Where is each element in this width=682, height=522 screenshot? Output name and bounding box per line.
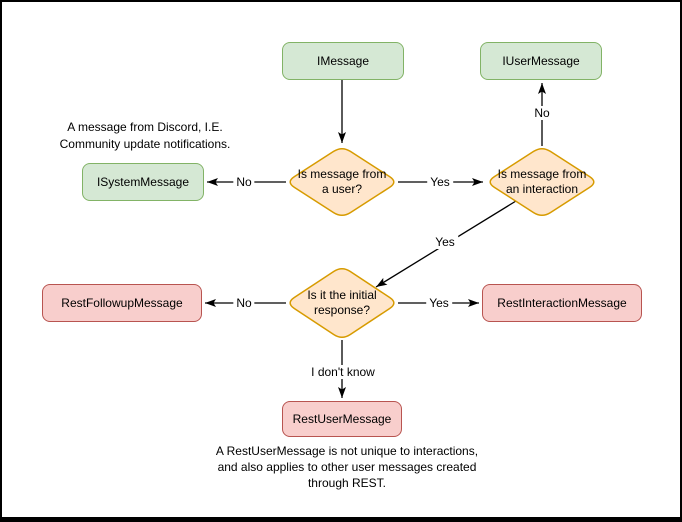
decision-is-message-from-interaction-label: Is message from an interaction [497,167,587,196]
node-imessage-label: IMessage [316,54,370,68]
edge-label-yes-interaction: Yes [427,175,453,189]
node-restinteractionmessage: RestInteractionMessage [482,284,642,322]
edge-label-no-isystemmessage: No [233,175,255,189]
node-restinteractionmessage-label: RestInteractionMessage [497,296,627,310]
annotation-rest-user-message-note: A RestUserMessage is not unique to inter… [215,444,479,490]
edge-label-no-restfollowup: No [233,296,255,310]
node-restfollowupmessage-label: RestFollowupMessage [61,296,183,310]
node-imessage: IMessage [282,42,404,80]
edge-label-yes-restinteraction: Yes [426,296,452,310]
edge-label-yes-initial: Yes [432,235,458,249]
node-restfollowupmessage: RestFollowupMessage [42,284,202,322]
decision-is-message-from-interaction-shape [489,147,595,217]
edge-label-i-dont-know: I don't know [308,365,378,379]
node-restusermessage: RestUserMessage [282,401,402,437]
decision-is-initial-response-shape [289,268,395,338]
edge-label-no-iusermessage: No [531,106,553,120]
decision-is-message-from-user-shape [289,147,395,217]
annotation-system-message-note: A message from Discord, I.E. Community u… [59,120,231,151]
decision-is-message-from-user-label: Is message from a user? [297,167,387,196]
node-iusermessage-label: IUserMessage [502,54,580,68]
node-iusermessage: IUserMessage [480,42,602,80]
node-restusermessage-label: RestUserMessage [292,412,392,426]
decision-is-initial-response-label: Is it the initial response? [307,288,377,317]
node-isystemmessage: ISystemMessage [82,163,204,201]
node-isystemmessage-label: ISystemMessage [96,175,190,189]
